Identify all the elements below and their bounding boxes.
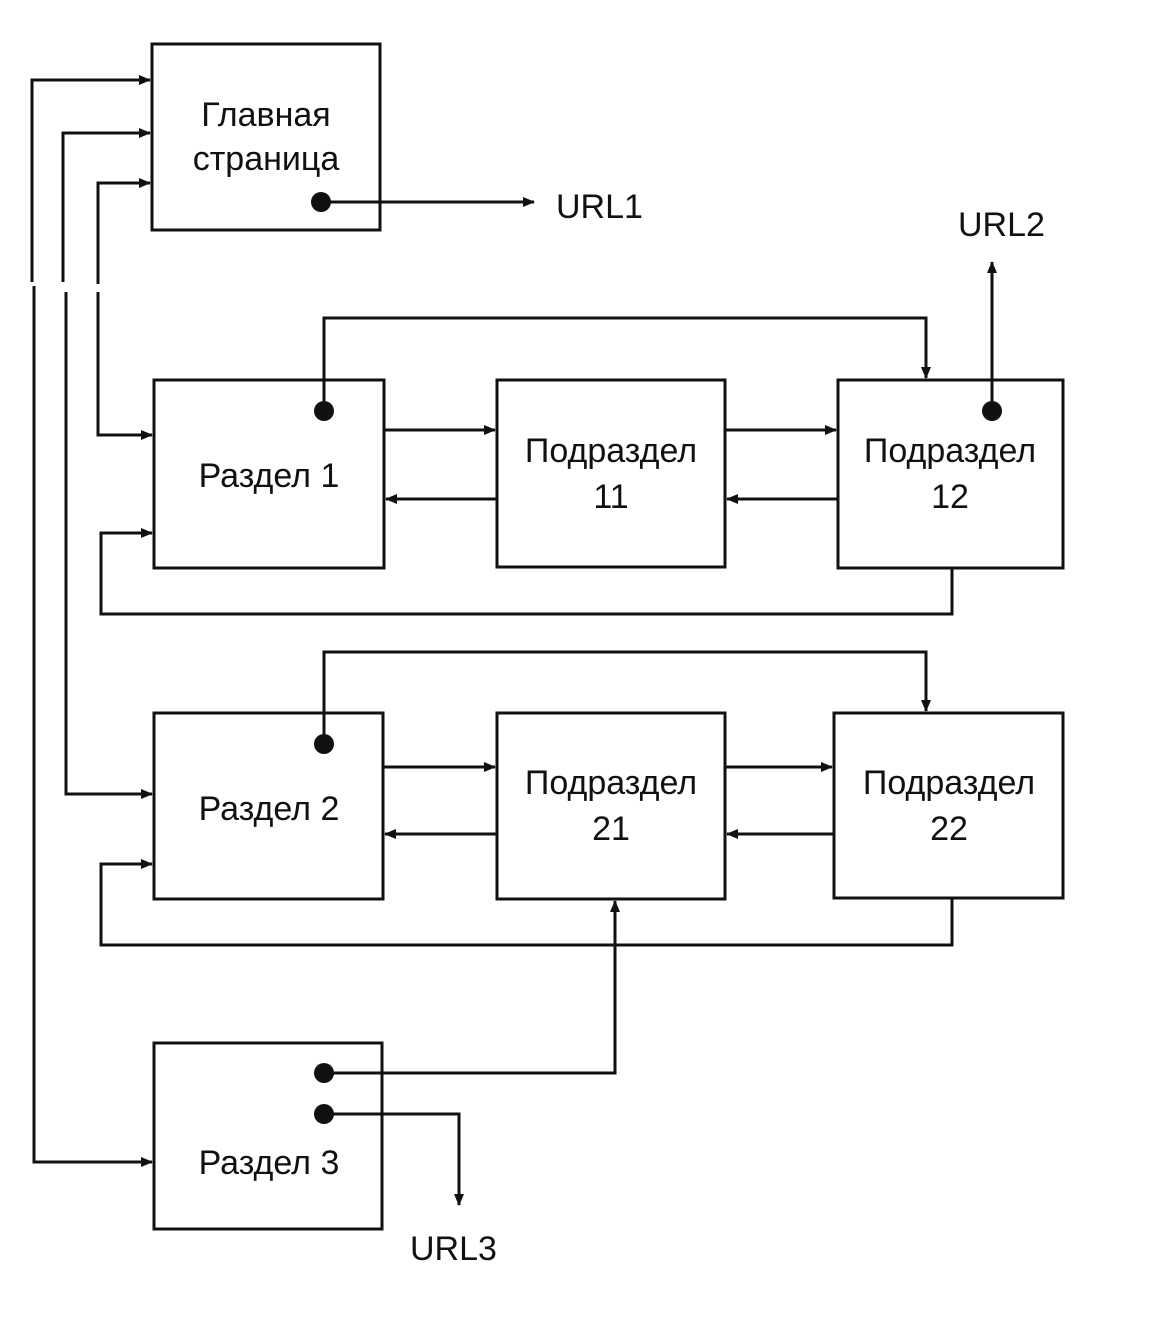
- section-3-box: [152, 1041, 384, 1231]
- section-3-label: Раздел 3: [199, 1144, 340, 1182]
- section-1-to-sub12-arrow: [322, 316, 931, 411]
- section-1-box: [152, 378, 386, 570]
- bus-to-section-3-arrow: [32, 286, 153, 1167]
- url3-label: URL3: [410, 1230, 497, 1268]
- bus-line-outer-to-home: [30, 75, 151, 282]
- section-1-label: Раздел 1: [199, 457, 340, 495]
- url1-label: URL1: [556, 188, 643, 226]
- subsection-11-label-line1: Подраздел: [525, 432, 697, 470]
- bus-to-section-1-arrow: [96, 292, 153, 440]
- section-2-label: Раздел 2: [199, 790, 340, 828]
- subsection-21-label-line2: 21: [592, 810, 630, 848]
- subsection-22-label-line2: 22: [930, 810, 968, 848]
- url2-label: URL2: [958, 206, 1045, 244]
- subsection-21-box: [495, 711, 727, 901]
- section-3-to-url3-arrow: [324, 1112, 464, 1206]
- subsection-12-box: [836, 378, 1065, 570]
- sub22-back-to-section-2-arrow: [99, 859, 954, 947]
- subsection-12-label-line1: Подраздел: [864, 432, 1036, 470]
- subsection-22-label-line1: Подраздел: [863, 764, 1035, 802]
- bus-line-middle-to-home: [61, 128, 151, 282]
- section-2-box: [152, 711, 385, 901]
- subsection-11-box: [495, 378, 727, 569]
- section-2-to-sub22-arrow: [322, 650, 931, 744]
- subsection-12-label-line2: 12: [931, 478, 969, 516]
- home-page-box: [150, 42, 382, 232]
- home-page-label-line1: Главная: [201, 96, 330, 134]
- sub12-back-to-section-1-arrow: [99, 528, 954, 616]
- bus-to-section-2-arrow: [64, 292, 153, 799]
- bus-line-inner-to-home: [96, 178, 151, 284]
- subsection-11-label-line2: 11: [593, 478, 628, 516]
- section-3-to-sub21-arrow: [324, 900, 620, 1075]
- subsection-22-box: [832, 711, 1065, 900]
- subsection-21-label-line1: Подраздел: [525, 764, 697, 802]
- home-page-label-line2: страница: [193, 140, 340, 178]
